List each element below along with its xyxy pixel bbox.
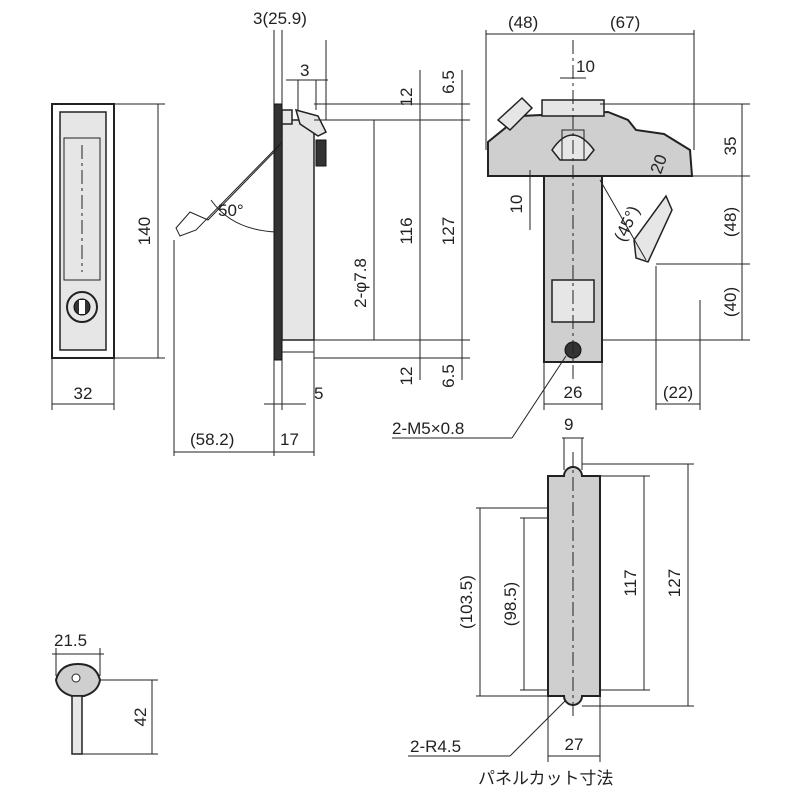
bot-6.5-label: 6.5 <box>439 364 458 388</box>
key-blade <box>71 695 83 755</box>
h48-label: (48) <box>721 207 740 237</box>
h1035-label: (103.5) <box>457 575 476 629</box>
front-width-label: 32 <box>74 384 93 403</box>
h127-cut-label: 127 <box>665 569 684 597</box>
key-width-label: 21.5 <box>54 631 87 650</box>
top-offset-label: 3(25.9) <box>253 9 307 28</box>
bot-12-label: 12 <box>397 367 416 386</box>
top-6.5-label: 6.5 <box>439 70 458 94</box>
radius-label: 2-R4.5 <box>410 737 461 756</box>
h127-label: 127 <box>439 217 458 245</box>
w27-label: 27 <box>565 735 584 754</box>
top-small-label: 3 <box>300 61 309 80</box>
d10-label: 10 <box>507 195 526 214</box>
w10-label: 10 <box>576 57 595 76</box>
side-body <box>281 119 315 341</box>
rear-view: (48) (67) 10 35 (48) (40) 20 (45°) 10 26… <box>392 13 750 439</box>
angle-label: 50° <box>218 201 244 220</box>
w26-label: 26 <box>564 383 583 402</box>
w9-label: 9 <box>564 415 573 434</box>
panel-cutout-caption: パネルカット寸法 <box>478 769 614 788</box>
h116-label: 116 <box>397 217 416 244</box>
open-handle <box>175 141 283 237</box>
h35-label: 35 <box>721 137 740 156</box>
cutout-shape <box>547 466 601 706</box>
handle-pivot <box>294 108 328 137</box>
h985-label: (98.5) <box>501 582 520 626</box>
side-view: 50° 3(25.9) 3 12 6.5 116 127 2-φ7.8 12 6… <box>173 9 470 456</box>
w58-label: (58.2) <box>190 430 234 449</box>
d5-label: 5 <box>314 384 323 403</box>
front-view: 32 140 <box>51 103 165 410</box>
holes-label: 2-φ7.8 <box>351 258 370 308</box>
key-view: 21.5 42 <box>52 631 158 755</box>
w17-label: 17 <box>280 430 299 449</box>
top-12-label: 12 <box>397 88 416 107</box>
w22-label: (22) <box>663 383 693 402</box>
key-height-label: 42 <box>131 708 150 727</box>
panel-cutout-view: 9 117 127 (103.5) (98.5) 27 2-R4.5 パネルカッ… <box>408 415 694 788</box>
thread-label: 2-M5×0.8 <box>392 419 464 438</box>
front-height-label: 140 <box>135 217 154 245</box>
w48-label: (48) <box>508 13 538 32</box>
lock-cylinder <box>66 291 98 323</box>
h117-label: 117 <box>621 569 640 596</box>
front-frame <box>51 103 115 359</box>
rotated-handle <box>633 194 673 263</box>
h40-label: (40) <box>721 287 740 317</box>
w67-label: (67) <box>610 13 640 32</box>
